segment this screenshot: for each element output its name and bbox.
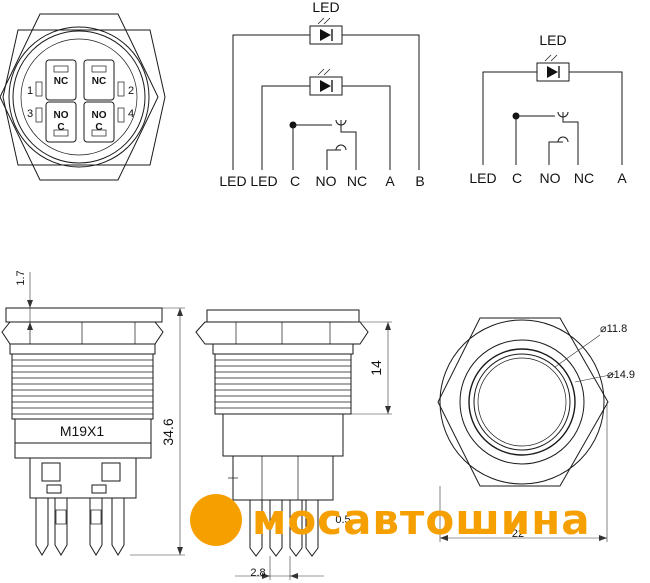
pin-label: C: [57, 122, 64, 133]
terminal-label: LED: [219, 173, 246, 189]
dim-flange-thickness: 1.7: [15, 270, 27, 285]
led-label: LED: [539, 32, 566, 48]
dim-total-length: 34.6: [160, 418, 176, 445]
pin-label: NO: [92, 110, 107, 121]
terminal-label: C: [290, 173, 300, 189]
brand-name: мосавтошина: [252, 495, 591, 544]
dim-pin-pitch: 2.8: [250, 567, 265, 579]
terminal-label: LED: [469, 170, 496, 186]
pin-number: 3: [27, 108, 33, 120]
brand-circle-icon: [190, 494, 242, 546]
brand-logo: мосавтошина: [190, 490, 620, 550]
terminal-label: A: [617, 170, 627, 186]
dim-lens-diameter: ⌀11.8: [600, 323, 627, 335]
pin-number: 2: [128, 85, 134, 97]
terminal-label: A: [385, 173, 395, 189]
dim-pin-gap: 0.5: [335, 514, 350, 526]
pin-label: NC: [92, 76, 106, 87]
dim-thread-length: 14: [368, 360, 384, 376]
terminal-label: C: [512, 170, 522, 186]
pin-label: NC: [54, 76, 68, 87]
pin-label: C: [95, 122, 102, 133]
schematic-two-led: LED LED LED C NO NC A B: [219, 0, 424, 189]
terminal-label: NO: [540, 170, 561, 186]
dim-hex-width: 22: [512, 528, 524, 540]
side-view-front: M19X1 1.7 34.6: [1, 270, 185, 556]
terminal-label: B: [415, 173, 424, 189]
terminal-layout-view: NC NC NO NO C C 1 2 3 4: [0, 13, 166, 181]
led-label: LED: [312, 0, 339, 15]
terminal-label: LED: [250, 173, 277, 189]
terminal-label: NC: [574, 170, 594, 186]
side-view-side: 14 0.5 2.8: [195, 309, 392, 580]
terminal-label: NC: [347, 173, 367, 189]
front-view: ⌀11.8 ⌀14.9 22: [437, 317, 635, 542]
thread-label: M19X1: [60, 423, 105, 439]
dim-ring-diameter: ⌀14.9: [607, 369, 635, 381]
pin-label: NO: [54, 110, 69, 121]
pin-number: 4: [128, 108, 134, 120]
pin-number: 1: [27, 85, 33, 97]
terminal-label: NO: [316, 173, 337, 189]
schematic-one-led: LED LED C NO NC A: [469, 32, 627, 186]
